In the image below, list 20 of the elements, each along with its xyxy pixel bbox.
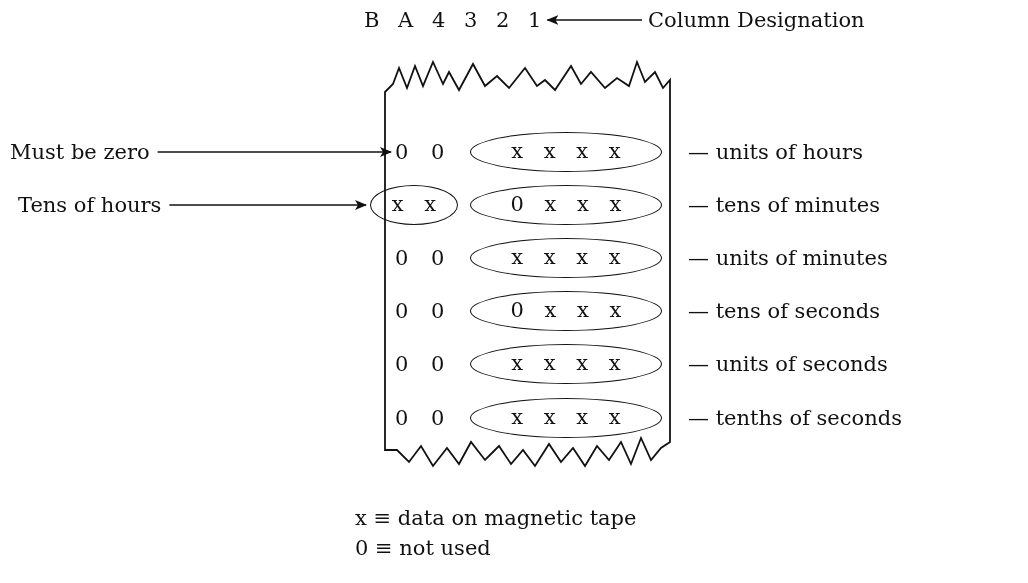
digit-pair: 0 0 xyxy=(395,351,445,378)
arrow xyxy=(168,200,367,210)
arrow xyxy=(156,147,392,157)
row-meaning: — tens of seconds xyxy=(688,298,880,325)
legend-note: x ≡ data on magnetic tape xyxy=(355,505,637,532)
axis-caption: Column Designation xyxy=(648,5,865,35)
digit-group: 0 0 xyxy=(395,137,445,167)
note-text: Must be zero xyxy=(10,137,150,167)
row-meaning: — units of hours xyxy=(688,139,863,166)
arrow xyxy=(546,15,643,25)
digit-pair: 0 0 xyxy=(395,298,445,325)
digit-pair: 0 0 xyxy=(395,405,445,432)
digit-pair: 0 0 xyxy=(395,245,445,272)
legend-note: 0 ≡ not used xyxy=(355,535,491,562)
row-meaning: — tenths of seconds xyxy=(688,405,902,432)
row-meaning: — units of minutes xyxy=(688,245,888,272)
row-meaning: — tens of minutes xyxy=(688,192,880,219)
row-meaning: — units of seconds xyxy=(688,351,888,378)
column-letters: B A 4 3 2 1 xyxy=(364,5,542,35)
note-text: Tens of hours xyxy=(18,190,162,220)
